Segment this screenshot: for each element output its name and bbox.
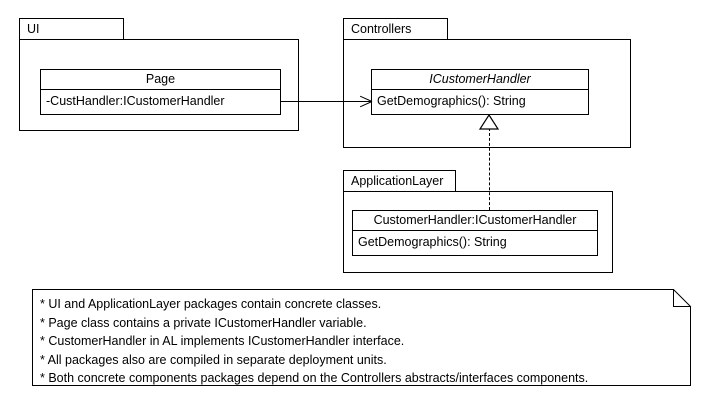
class-box-customerhandler[interactable]: CustomerHandler:ICustomerHandler GetDemo… [352,210,598,256]
note-line-4: * All packages also are compiled in sepa… [40,352,387,367]
class-box-icustomerhandler[interactable]: ICustomerHandler GetDemographics(): Stri… [371,69,589,115]
note-outline-shape [32,289,691,386]
class-box-page[interactable]: Page -CustHandler:ICustomerHandler [40,69,281,115]
interface-name-icustomerhandler: ICustomerHandler [372,70,588,90]
package-tab-ui[interactable]: UI [19,18,124,40]
realization-line-customerhandler-to-icustomerhandler [489,128,490,210]
package-label-controllers: Controllers [351,22,412,36]
note-line-3: * CustomerHandler in AL implements ICust… [40,334,405,349]
package-tab-applicationlayer[interactable]: ApplicationLayer [343,170,456,192]
class-attribute-page-custhandler: -CustHandler:ICustomerHandler [46,94,225,108]
diagram-note[interactable]: * UI and ApplicationLayer packages conta… [32,289,691,386]
note-text-block: * UI and ApplicationLayer packages conta… [40,295,683,388]
interface-method-getdemographics: GetDemographics(): String [377,94,526,108]
note-line-5: * Both concrete components packages depe… [40,371,589,386]
class-method-getdemographics: GetDemographics(): String [358,235,507,249]
note-line-1: * UI and ApplicationLayer packages conta… [40,297,382,311]
class-name-page: Page [41,70,280,90]
package-label-applicationlayer: ApplicationLayer [351,174,444,188]
note-line-2: * Page class contains a private ICustome… [40,315,367,330]
association-line-page-to-icustomerhandler [281,101,371,102]
package-tab-controllers[interactable]: Controllers [343,18,448,40]
realization-hollow-triangle [478,113,500,130]
class-name-customerhandler: CustomerHandler:ICustomerHandler [353,211,597,231]
package-label-ui: UI [27,22,40,36]
